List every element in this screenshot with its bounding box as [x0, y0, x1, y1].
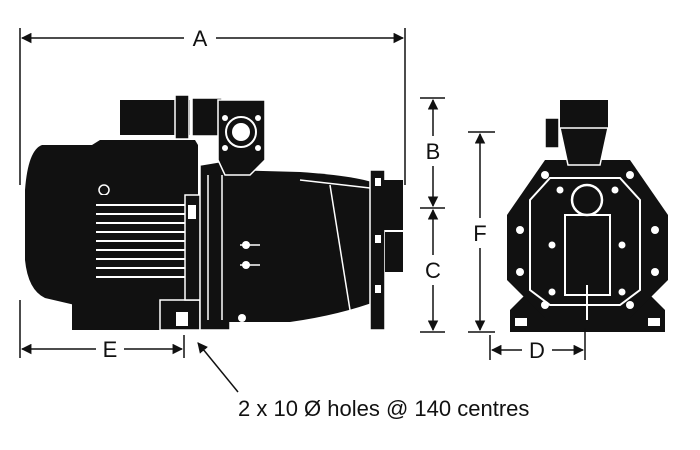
dimension-label-d: D	[529, 338, 545, 363]
pipe-coupling	[191, 97, 223, 137]
motor-body	[92, 195, 202, 295]
pump-end-view	[507, 100, 668, 332]
suction-port	[383, 180, 403, 230]
dimension-label-a: A	[193, 26, 208, 51]
foot-hole	[176, 312, 188, 326]
flange-bolt	[188, 205, 196, 219]
casing-bolt	[242, 241, 250, 249]
end-cover-plate	[564, 214, 611, 296]
discharge-port-bore	[232, 123, 250, 141]
end-bolt-ring	[516, 171, 659, 309]
pump-side-view	[25, 94, 403, 331]
end-discharge-neck	[559, 127, 609, 166]
pump-casing	[228, 170, 380, 322]
terminal-screw	[98, 184, 110, 196]
dimension-label-c: C	[425, 258, 441, 283]
mounting-holes-note: 2 x 10 Ø holes @ 140 centres	[238, 396, 529, 421]
suction-frame	[369, 169, 386, 331]
dimension-label-b: B	[426, 139, 441, 164]
motor-cooling-fins	[96, 204, 192, 278]
dimension-label-e: E	[103, 337, 118, 362]
motor-fan-cover	[25, 145, 100, 330]
end-suction-port	[570, 183, 604, 217]
suction-cap	[385, 232, 403, 272]
casing-bolt	[242, 261, 250, 269]
casing-bolt	[238, 314, 246, 322]
pipe-union	[174, 94, 190, 140]
end-union	[544, 117, 560, 149]
dimension-label-f: F	[473, 221, 486, 246]
dimension-lines	[19, 28, 586, 393]
pump-bracket	[199, 159, 231, 331]
terminal-box	[92, 140, 198, 200]
end-discharge-top	[560, 100, 608, 130]
